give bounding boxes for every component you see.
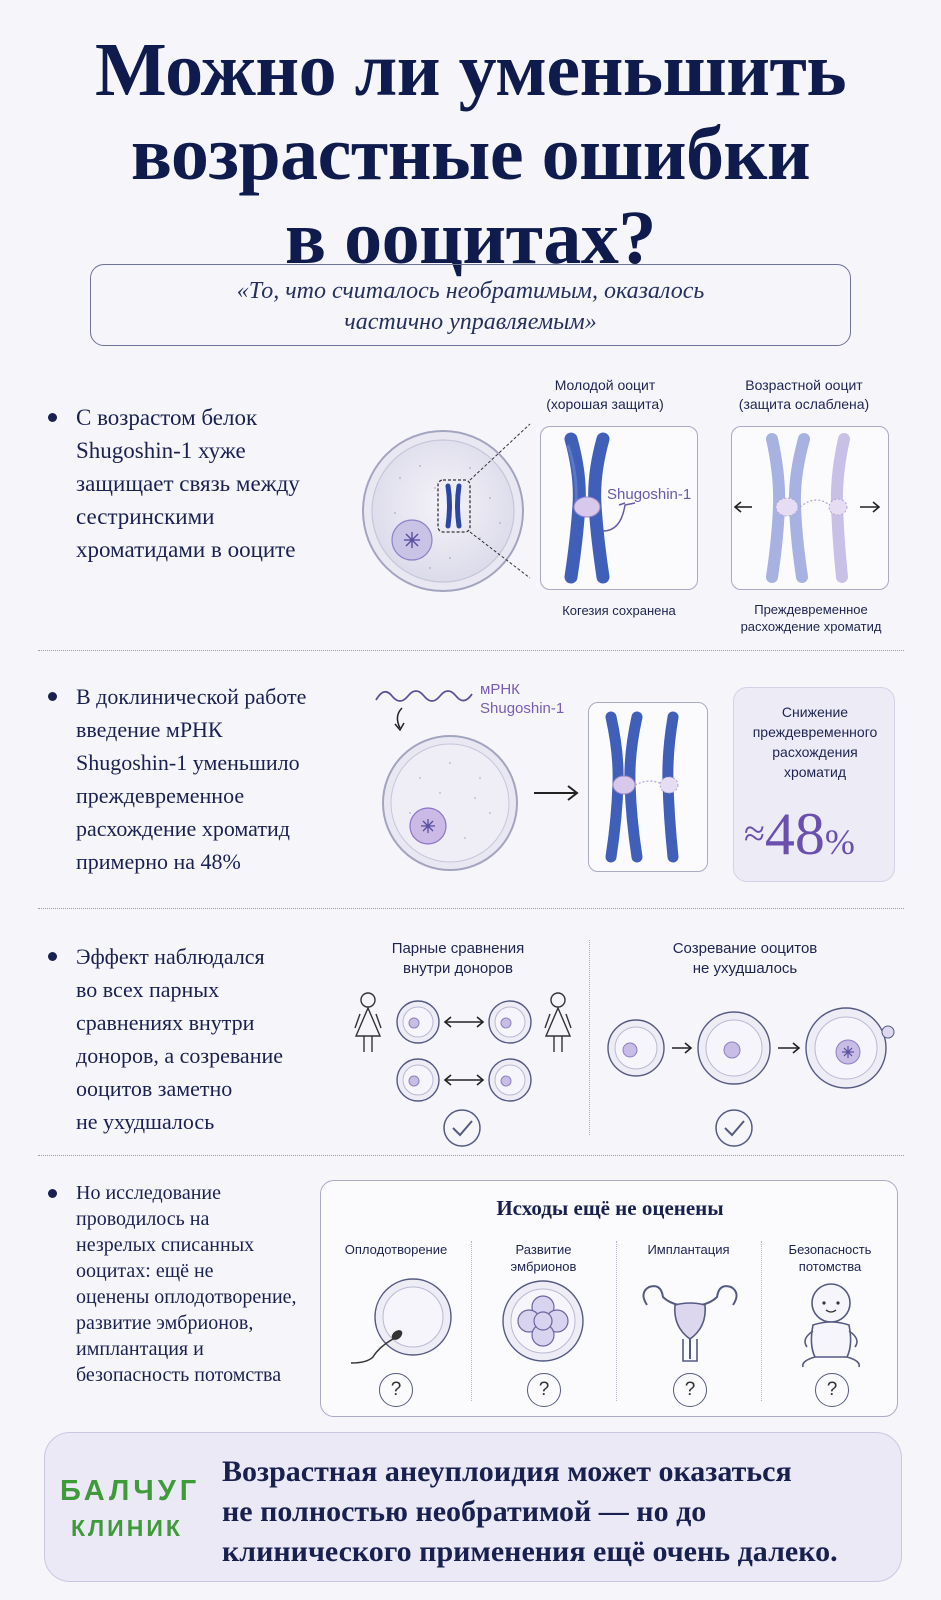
separating-chromosome-icon [733, 433, 881, 583]
column-divider [471, 1241, 472, 1401]
uterus-icon [642, 1285, 738, 1362]
section-divider [38, 650, 904, 651]
check-icon [715, 1109, 753, 1147]
young-chromosome-card: Shugoshin-1 [540, 426, 698, 590]
bullet-line: развитие эмбрионов, [76, 1312, 254, 1334]
bullet-line: примерно на 48% [76, 849, 241, 874]
question-icon: ? [379, 1373, 413, 1407]
bullet-dot [48, 1189, 57, 1198]
footer-line: не полностью необратимой — но до [222, 1495, 707, 1528]
bullet-dot [48, 413, 57, 422]
outcome-label-implantation: Имплантация [647, 1242, 730, 1257]
section-divider [38, 1155, 904, 1156]
bullet-line: защищает связь между [76, 471, 300, 496]
mrna-strand-icon [375, 690, 473, 732]
column-divider [761, 1241, 762, 1401]
right-arrow-icon [534, 785, 579, 801]
rescued-chromosome-card [588, 702, 708, 872]
footer-line: клинического применения ещё очень далеко… [222, 1535, 838, 1568]
quote-line: «То, что считалось необратимым, оказалос… [236, 278, 705, 304]
quote-box: «То, что считалось необратимым, оказалос… [90, 264, 851, 346]
bullet-line: проводилось на [76, 1208, 210, 1230]
bullet-line: во всех парных [76, 977, 220, 1002]
question-icon: ? [527, 1373, 561, 1407]
bullet-line: хроматидами в ооците [76, 537, 296, 562]
bullet-line: Эффект наблюдался [76, 944, 265, 969]
embryo-icon [502, 1280, 584, 1362]
question-icon: ? [673, 1373, 707, 1407]
bullet-line: ооцитах: ещё не [76, 1260, 214, 1282]
column-divider [616, 1241, 617, 1401]
footer-line: Возрастная анеуплоидия может оказаться [222, 1455, 792, 1488]
paired-comparison-illustration [354, 992, 572, 1147]
bullet-dot [48, 952, 57, 961]
bullet-line: ооцитов заметно [76, 1076, 233, 1101]
oocyte-illustration [362, 423, 531, 592]
outcome-label-offspring: Безопасность потомства [788, 1242, 872, 1274]
clinic-logo-line2: КЛИНИК [71, 1515, 183, 1541]
bullet-dot [48, 692, 57, 701]
donor-icon [544, 992, 572, 1052]
section-divider [38, 908, 904, 909]
outcome-label-fertilization: Оплодотворение [344, 1242, 448, 1257]
bullet-line: С возрастом белок [76, 405, 258, 430]
page-title: Можно ли уменьшить возрастные ошибки в о… [0, 28, 941, 280]
aged-chromosome-card [731, 426, 889, 590]
baby-icon [801, 1283, 861, 1368]
rescued-chromosome-icon [605, 711, 679, 863]
outcome-label-embryo: Развитие эмбрионов [510, 1242, 577, 1274]
maturation-illustration [607, 1007, 895, 1147]
fertilization-icon [350, 1278, 452, 1364]
bullet-line: Shugoshin-1 уменьшило [76, 750, 300, 775]
bullet-line: доноров, а созревание [76, 1043, 284, 1068]
shugoshin-label: Shugoshin-1 [607, 486, 692, 503]
aged-oocyte-label: Возрастной ооцит (защита ослаблена) [738, 377, 870, 412]
check-icon [443, 1109, 481, 1147]
donor-icon [354, 992, 382, 1052]
bullet-line: безопасность потомства [76, 1364, 282, 1386]
bullet-line: оценены оплодотворение, [76, 1286, 297, 1308]
title-line: в ооцитах? [285, 196, 656, 280]
footer-banner [44, 1432, 902, 1582]
bullet-line: Но исследование [76, 1182, 222, 1204]
reduction-value: ≈48% [744, 801, 855, 867]
outcomes-box: Исходы ещё не оценены Оплодотворение Раз… [320, 1180, 898, 1417]
young-caption: Когезия сохранена [562, 603, 676, 618]
outcomes-title: Исходы ещё не оценены [496, 1196, 724, 1220]
bullet-line: сестринскими [76, 504, 215, 529]
bullet-line: преждевременное [76, 783, 245, 808]
clinic-logo-line1: БАЛЧУГ [60, 1475, 201, 1507]
bullet-line: введение мРНК [76, 717, 223, 742]
young-oocyte-label: Молодой ооцит (хорошая защита) [546, 377, 664, 412]
bullet-line: расхождение хроматид [76, 816, 290, 841]
reduction-label: Снижение преждевременного расхождения хр… [752, 704, 878, 780]
cohesive-chromosome-icon [564, 432, 636, 584]
bullet-line: Shugoshin-1 хуже [76, 438, 246, 463]
treated-oocyte-icon [382, 735, 518, 871]
maturation-label: Созревание ооцитов не ухудшалось [672, 940, 818, 977]
question-icon: ? [815, 1373, 849, 1407]
mrna-label: мРНК Shugoshin-1 [480, 681, 565, 717]
aged-caption: Преждевременное расхождение хроматид [740, 602, 882, 634]
footer-conclusion: Возрастная анеуплоидия может оказаться н… [222, 1452, 838, 1572]
reduction-card: Снижение преждевременного расхождения хр… [733, 687, 895, 882]
bullet-line: В доклинической работе [76, 684, 307, 709]
title-line: Можно ли уменьшить [94, 28, 847, 112]
bullet-line: не ухудшалось [76, 1109, 215, 1134]
title-line: возрастные ошибки [130, 112, 811, 196]
bullet-line: имплантация и [76, 1338, 204, 1360]
vertical-divider [589, 940, 590, 1135]
bullet-line: сравнениях внутри [76, 1010, 255, 1035]
bullet-line: незрелых списанных [76, 1234, 255, 1256]
quote-line: частично управляемым» [344, 309, 597, 335]
paired-comparisons-label: Парные сравнения внутри доноров [391, 940, 525, 977]
